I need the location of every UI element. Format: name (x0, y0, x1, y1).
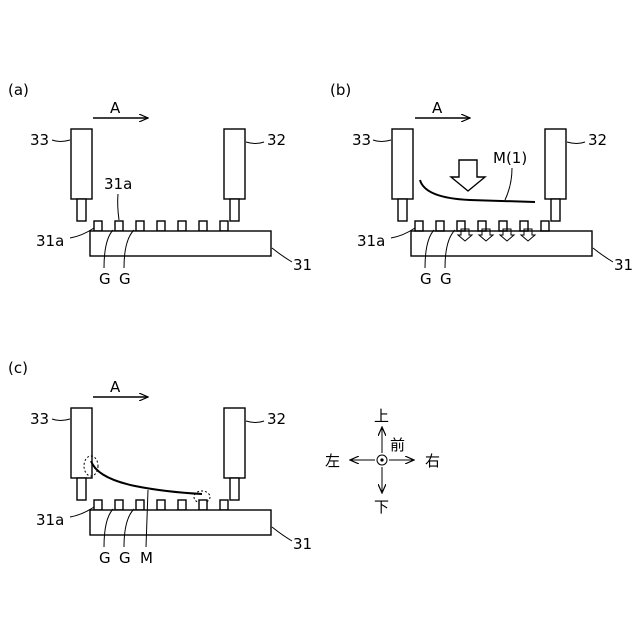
orientation-legend: 上 下 左 右 前 (325, 407, 440, 516)
arrow-label-a: A (110, 99, 121, 117)
nozzle-33 (398, 199, 407, 221)
panel-label-a: (a) (8, 81, 29, 99)
label-31: 31 (614, 256, 633, 274)
panel-a: (a) A 33 32 31 31a 31a (8, 81, 312, 288)
dir-up: 上 (374, 407, 389, 425)
base-31 (90, 231, 271, 256)
base-31 (90, 510, 271, 535)
element-33 (71, 408, 92, 478)
panel-label-b: (b) (330, 81, 351, 99)
element-32 (224, 129, 245, 199)
nozzle-32 (230, 199, 239, 221)
medium-m (91, 461, 202, 494)
label-32: 32 (267, 410, 286, 428)
nozzle-33 (77, 199, 86, 221)
panel-b: (b) A 33 32 M(1) (330, 81, 633, 288)
element-33 (71, 129, 92, 199)
dir-down: 下 (374, 498, 389, 516)
element-32 (545, 129, 566, 199)
gap-label-2: G (440, 270, 452, 288)
medium-label-c: M (140, 549, 153, 567)
base-31 (411, 231, 592, 256)
gap-label-1: G (99, 270, 111, 288)
dir-right: 右 (425, 452, 440, 470)
dir-front: 前 (390, 436, 405, 454)
arrow-label-b: A (432, 99, 443, 117)
label-33: 33 (30, 131, 49, 149)
nozzle-33 (77, 478, 86, 500)
label-33: 33 (352, 131, 371, 149)
label-33: 33 (30, 410, 49, 428)
label-31a-left: 31a (36, 232, 64, 250)
medium-label-b: M(1) (493, 149, 527, 167)
gap-label-1: G (99, 549, 111, 567)
label-31a-left: 31a (357, 232, 385, 250)
protrusions-a (94, 221, 228, 231)
dir-left: 左 (325, 452, 340, 470)
panel-c: (c) A 33 32 31 31a (8, 359, 312, 567)
nozzle-32 (551, 199, 560, 221)
gap-label-2: G (119, 549, 131, 567)
label-32: 32 (588, 131, 607, 149)
arrow-label-c: A (110, 378, 121, 396)
label-32: 32 (267, 131, 286, 149)
gap-label-1: G (420, 270, 432, 288)
label-31: 31 (293, 256, 312, 274)
press-arrow (451, 160, 485, 191)
element-32 (224, 408, 245, 478)
label-31a-top: 31a (104, 175, 132, 193)
element-33 (392, 129, 413, 199)
nozzle-32 (230, 478, 239, 500)
panel-label-c: (c) (8, 359, 28, 377)
gap-label-2: G (119, 270, 131, 288)
label-31: 31 (293, 535, 312, 553)
label-31a-left: 31a (36, 511, 64, 529)
